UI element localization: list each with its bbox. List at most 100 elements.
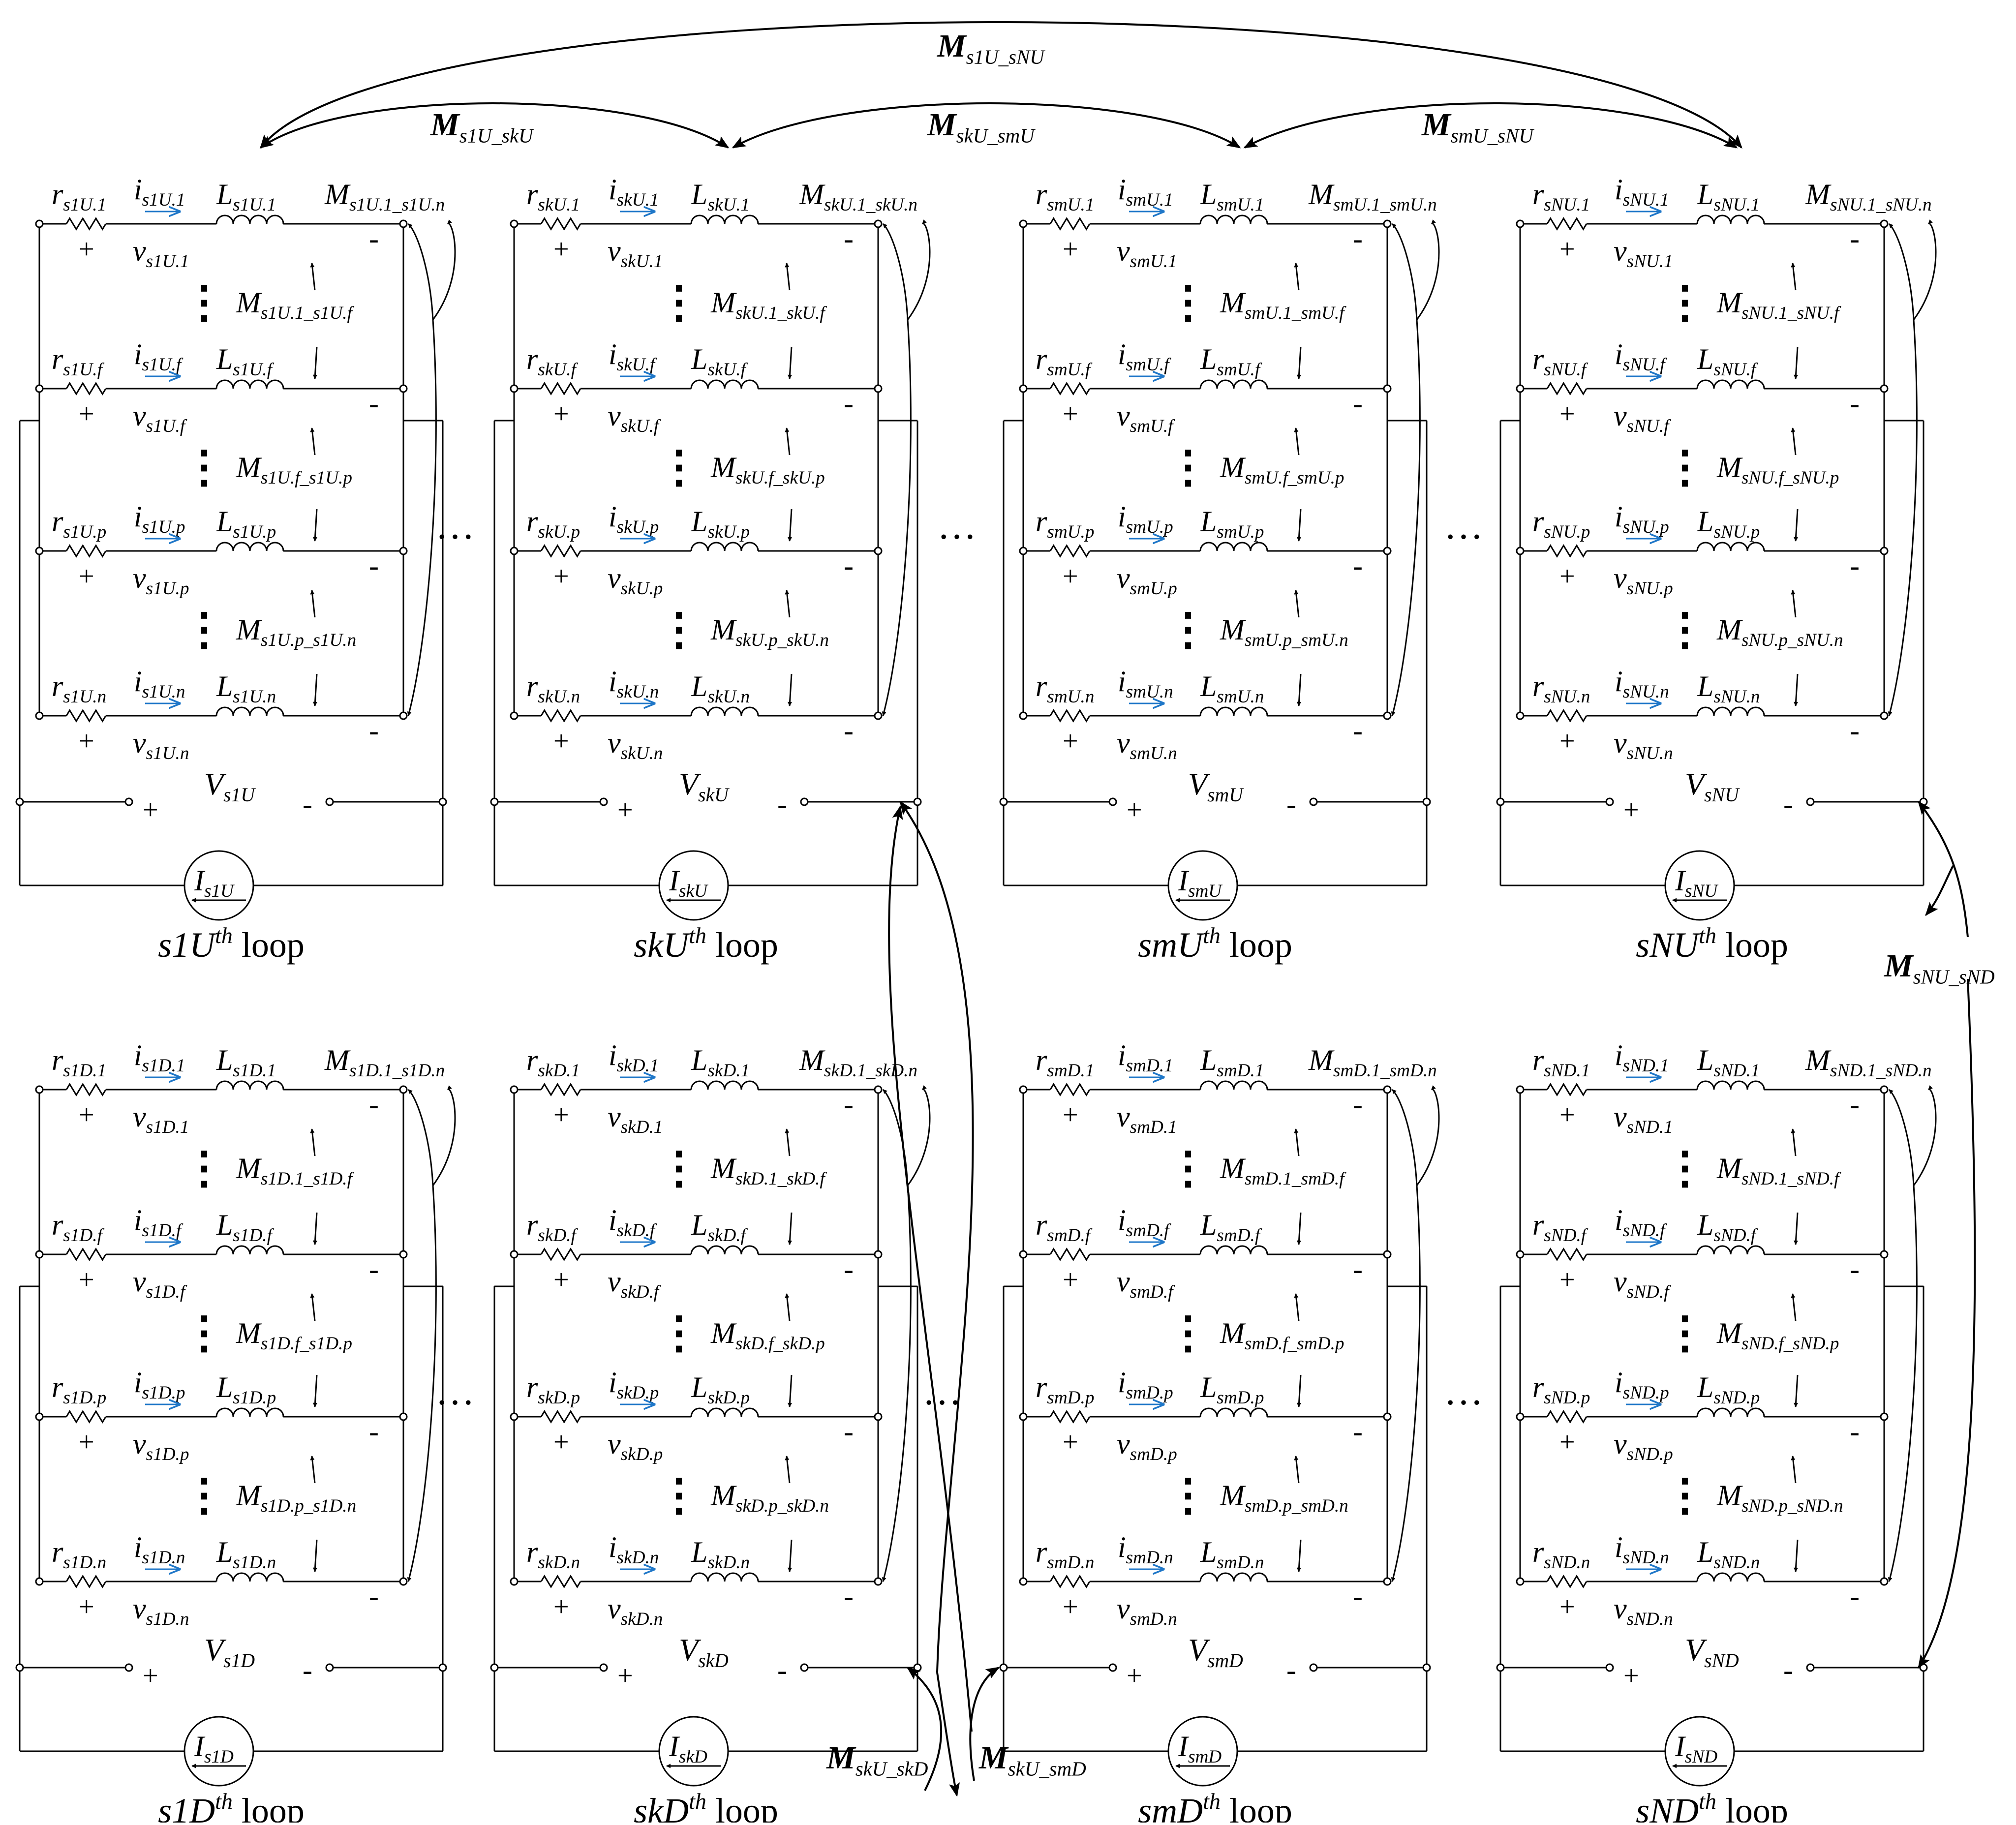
plus-sign: + (553, 1592, 569, 1622)
coupling-arrow (1297, 673, 1302, 706)
inductor-symbol (215, 542, 284, 551)
current-label: ismD.n (1118, 1531, 1173, 1568)
coupling-arrow (1297, 346, 1302, 379)
coupling-arrow (1297, 1539, 1302, 1572)
vertical-ellipsis: ⋮ (1166, 278, 1210, 327)
plus-sign: + (1063, 234, 1078, 265)
mutual-label-s1U-sNU: Ms1U_sNU (937, 28, 1045, 68)
resistance-label: rsND.f (1532, 1209, 1588, 1246)
coupling-arrow (313, 673, 318, 706)
voltage-label: vsND.f (1614, 1265, 1671, 1302)
plus-sign: + (1559, 726, 1575, 757)
voltage-label: vsNU.1 (1614, 235, 1673, 272)
self-coupling-arrow (1913, 1085, 1937, 1186)
end-to-end-coupling-arrow (1888, 1089, 1915, 1186)
current-source-symbol (1664, 1716, 1735, 1787)
plus-sign: + (79, 1592, 94, 1622)
inductance-label: LskU.p (691, 505, 750, 542)
minus-sign: - (369, 1415, 379, 1448)
current-label: iskD.f (609, 1204, 657, 1241)
source-voltage-label: VsmD (1188, 1632, 1243, 1672)
terminal-node (124, 1663, 133, 1672)
inductor-symbol (1199, 1245, 1268, 1255)
source-minus: - (1286, 1654, 1296, 1686)
terminal-node (35, 1577, 44, 1586)
terminal-node (1019, 1577, 1028, 1586)
vertical-ellipsis: ⋮ (657, 606, 701, 654)
coupling-arrow (313, 1374, 318, 1407)
terminal-node (15, 797, 24, 806)
resistor-symbol (1546, 217, 1588, 231)
current-label: is1U.p (134, 500, 185, 537)
voltage-label: vsND.n (1614, 1592, 1673, 1629)
voltage-label: vs1D.n (133, 1592, 189, 1629)
self-coupling-arrow (1416, 219, 1440, 320)
minus-sign: - (844, 222, 854, 255)
resistor-symbol (65, 217, 107, 231)
end-to-end-coupling-arrow (407, 319, 437, 716)
terminal-node (1383, 1577, 1392, 1586)
mutual-inductance-label: MsND.f_sND.p (1716, 1317, 1839, 1354)
source-minus: - (777, 788, 787, 821)
end-to-end-coupling-arrow (1391, 223, 1418, 320)
terminal-node (510, 711, 519, 720)
source-current-label: Is1U (194, 864, 235, 901)
end-to-end-coupling-arrow (1391, 1185, 1421, 1582)
source-plus: + (143, 1661, 158, 1691)
minus-sign: - (844, 1415, 854, 1448)
vertical-ellipsis: ⋮ (1663, 1144, 1707, 1193)
inductance-label: LskD.p (691, 1371, 750, 1408)
coupling-arrow (1791, 590, 1797, 618)
terminal-node (1516, 219, 1525, 228)
plus-sign: + (1063, 399, 1078, 429)
inductance-label: LsND.f (1697, 1209, 1758, 1246)
resistor-symbol (65, 544, 107, 558)
terminal-node (1496, 797, 1505, 806)
mutual-inductance-label: MsNU.1_sNU.f (1716, 286, 1841, 323)
plus-sign: + (1063, 561, 1078, 592)
terminal-node (1019, 1250, 1028, 1259)
resistor-symbol (540, 217, 581, 231)
minus-sign: - (1850, 1580, 1860, 1612)
resistance-label: rsmU.n (1036, 670, 1094, 707)
terminal-node (1516, 1577, 1525, 1586)
resistor-symbol (1546, 1575, 1588, 1588)
terminal-node (1880, 1412, 1889, 1421)
plus-sign: + (79, 1265, 94, 1295)
inductance-label: Ls1D.1 (216, 1044, 276, 1081)
terminal-node (1880, 547, 1889, 555)
coupling-arrow (1297, 1374, 1302, 1407)
end-to-end-mutual-label: MsmU.1_smU.n (1308, 178, 1437, 215)
mutual-label-s1U-skU: Ms1U_skU (430, 107, 534, 147)
loop-caption: s1Uth loop (158, 923, 305, 965)
inductor-symbol (690, 1080, 759, 1090)
plus-sign: + (1063, 1265, 1078, 1295)
source-voltage-label: VsmU (1188, 766, 1244, 806)
mutual-inductance-label: Ms1U.f_s1U.p (236, 451, 352, 488)
resistor-symbol (1546, 709, 1588, 723)
inductance-label: LsmU.1 (1200, 178, 1264, 215)
mutual-inductance-label: Ms1U.1_s1U.f (236, 286, 355, 323)
voltage-label: vsND.p (1614, 1428, 1673, 1464)
resistance-label: rs1D.n (52, 1536, 106, 1573)
terminal-node (1806, 1663, 1815, 1672)
inductor-symbol (1696, 1245, 1765, 1255)
source-current-label: IsmU (1178, 864, 1222, 901)
end-to-end-coupling-arrow (1391, 319, 1421, 716)
terminal-node (1516, 1085, 1525, 1094)
vertical-ellipsis: ⋮ (1166, 606, 1210, 654)
inductor-symbol (690, 706, 759, 716)
inductor-symbol (1696, 1080, 1765, 1090)
vertical-ellipsis: ⋮ (657, 1309, 701, 1358)
